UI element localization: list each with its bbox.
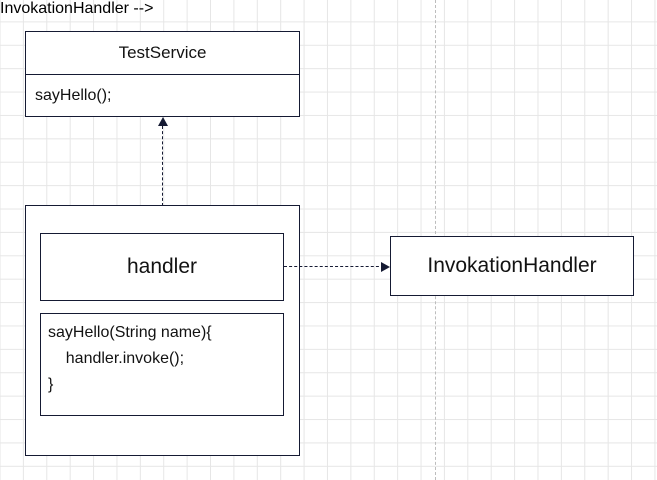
- class-box-test-service[interactable]: TestService sayHello();: [25, 31, 300, 117]
- method-body-code: sayHello(String name){ handler.invoke();…: [48, 324, 212, 393]
- connector-dependency-arrowhead-icon: [381, 261, 390, 272]
- class-box-invocation-handler[interactable]: InvokationHandler: [390, 236, 634, 296]
- method-box-sayhello[interactable]: sayHello(String name){ handler.invoke();…: [40, 313, 284, 416]
- connector-dependency-line: [284, 266, 384, 267]
- connector-realization-arrowhead-icon: [157, 117, 168, 126]
- class-title-invocation-handler: InvokationHandler: [427, 254, 597, 277]
- field-box-handler[interactable]: handler: [40, 233, 284, 301]
- class-compartment-divider: [26, 74, 299, 75]
- class-title-test-service: TestService: [118, 43, 207, 62]
- class-member-sayhello: sayHello();: [35, 86, 112, 104]
- field-label-handler: handler: [126, 255, 198, 278]
- connector-realization-line: [162, 126, 163, 206]
